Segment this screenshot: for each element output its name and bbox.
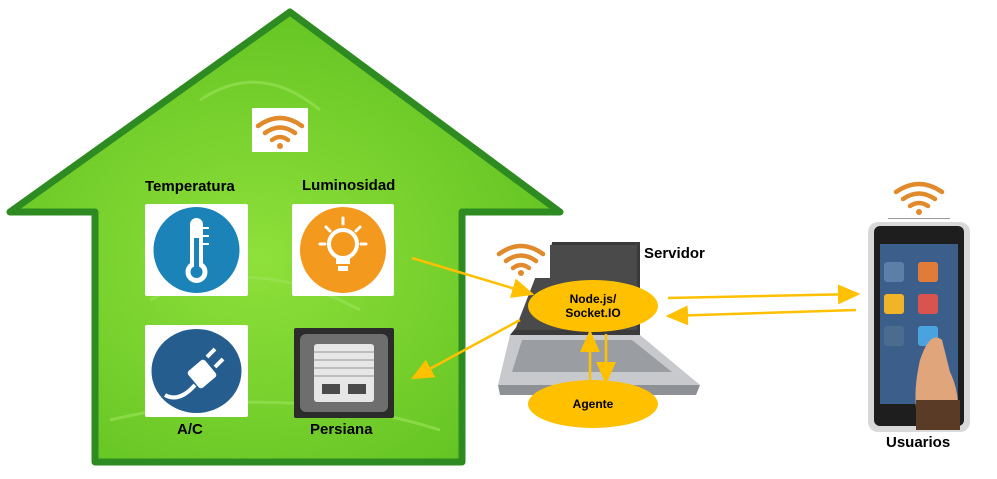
blind-label: Persiana: [310, 421, 373, 438]
lightbulb-icon: [300, 207, 386, 293]
arrow-server-to-persiana: [410, 318, 521, 380]
server-label: Servidor: [644, 245, 705, 262]
wifi-icon: [252, 108, 308, 152]
wifi-icon: [888, 174, 950, 219]
house-shape: [6, 8, 564, 466]
arrow-server-to-users: [667, 284, 861, 305]
wifi-icon: [492, 238, 550, 278]
power-plug-icon: [151, 329, 242, 413]
luminosity-sensor-tile: [292, 204, 394, 296]
users-label: Usuarios: [886, 434, 951, 451]
temperature-label: Temperatura: [145, 178, 235, 195]
ac-actuator-tile: [145, 325, 248, 417]
temperature-sensor-tile: [145, 204, 248, 296]
smartphone-icon: [868, 222, 970, 432]
arrow-luminosidad-to-server: [411, 256, 535, 298]
luminosity-label: Luminosidad: [302, 177, 396, 194]
agent-node: Agente: [528, 380, 658, 428]
node-socketio-node: Node.js/ Socket.IO: [528, 280, 658, 332]
blind-actuator-tile: [294, 328, 394, 418]
ac-label: A/C: [177, 421, 203, 438]
arrow-users-to-server: [665, 305, 857, 326]
thermometer-icon: [153, 207, 240, 293]
window-blind-icon: [300, 334, 388, 412]
